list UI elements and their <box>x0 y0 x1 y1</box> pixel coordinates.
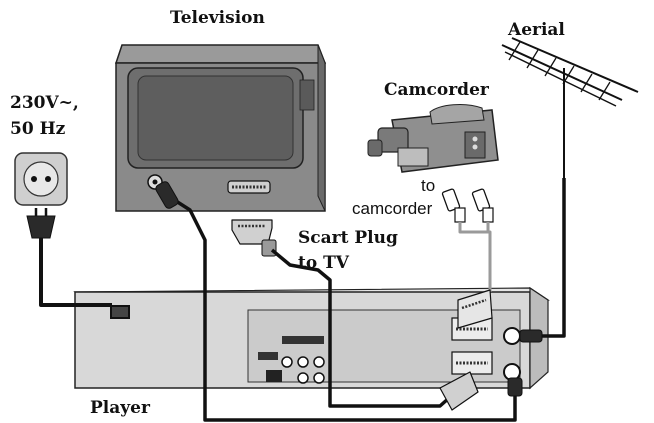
label-power-voltage: 230V~, <box>10 93 79 113</box>
label-to: to <box>421 176 436 195</box>
aerial <box>501 37 639 178</box>
player-scart-lower <box>451 351 493 375</box>
camcorder-plugs <box>441 188 494 223</box>
power-plug <box>26 208 56 239</box>
player-av-connectors <box>258 336 325 384</box>
label-camcorder-target: camcorder <box>352 199 433 218</box>
label-television: Television <box>170 8 265 28</box>
label-scart-to-tv: to TV <box>298 253 349 273</box>
label-camcorder: Camcorder <box>384 80 489 100</box>
camcorder <box>367 104 499 173</box>
label-aerial: Aerial <box>508 20 565 40</box>
label-scart-plug: Scart Plug <box>298 228 398 248</box>
cables <box>39 178 566 422</box>
television <box>114 44 327 212</box>
player-rf-in <box>503 327 521 345</box>
wall-socket <box>14 152 68 206</box>
label-power-frequency: 50 Hz <box>10 119 66 139</box>
tv-scart-socket <box>227 180 271 194</box>
label-player: Player <box>90 398 150 418</box>
scart-plug <box>231 219 277 257</box>
